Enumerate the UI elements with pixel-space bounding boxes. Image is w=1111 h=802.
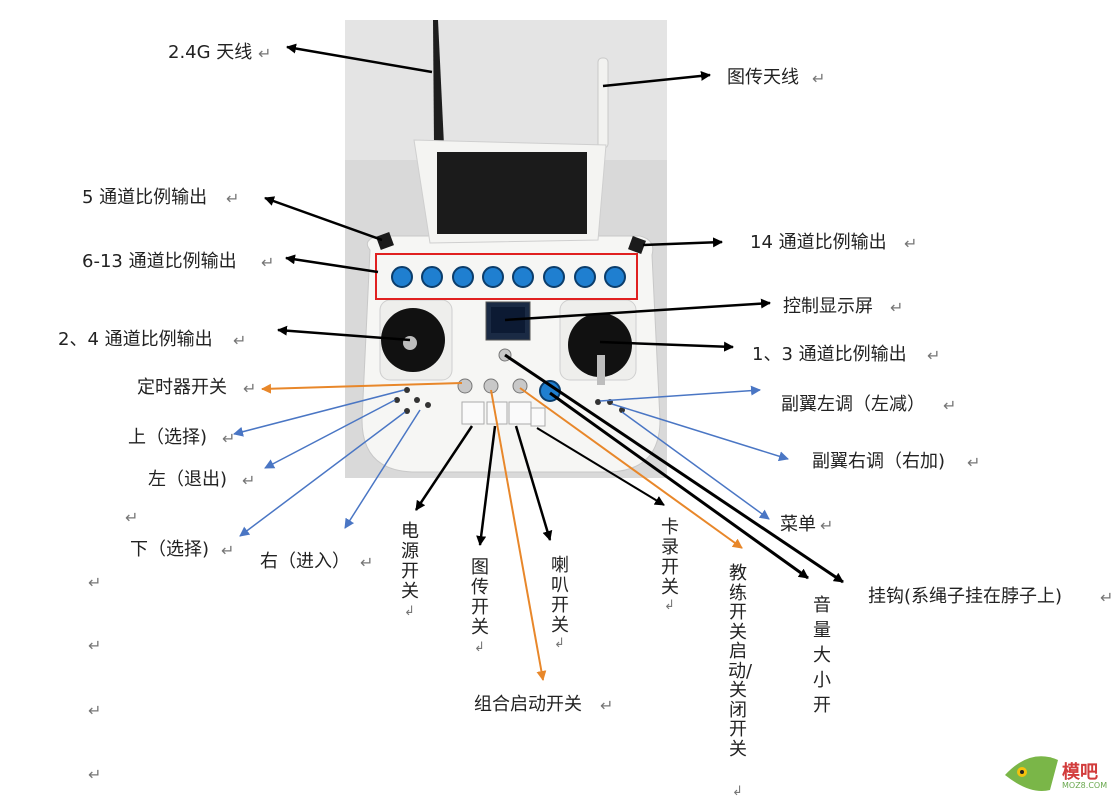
label-right-enter: 右（进入） [260, 551, 350, 572]
video-screen-monitor [413, 139, 607, 244]
return-mark: ↵ [258, 44, 272, 63]
label-aileron-left: 副翼左调（左减） [781, 394, 925, 415]
return-mark: ↵ [812, 69, 826, 88]
arrow-right-enter [344, 409, 421, 529]
arrow-timer-switch [261, 382, 463, 394]
return-mark: ↲ [664, 598, 675, 613]
navigation-buttons [394, 387, 625, 414]
return-mark: ↵ [600, 696, 614, 715]
watermark-logo-icon [1005, 756, 1058, 791]
return-mark: ↲ [404, 604, 415, 619]
return-mark: ↵ [88, 765, 102, 784]
arrow-hook [504, 353, 844, 584]
arrow-left-exit [264, 399, 396, 469]
arrow-combo-start [490, 389, 547, 681]
label-timer-switch: 定时器开关 [137, 377, 227, 398]
label-ch5: 5 通道比例输出 [82, 187, 208, 208]
arrow-ch5 [264, 196, 383, 242]
antenna-24g-icon [433, 20, 444, 145]
watermark-brand: 模吧 [1062, 762, 1098, 783]
ch5-knob-icon [376, 232, 394, 250]
label-ch14: 14 通道比例输出 [750, 232, 887, 253]
return-mark: ↵ [88, 636, 102, 655]
label-antenna-24g: 2.4G 天线 [168, 42, 253, 63]
label-hook: 挂钩(系绳子挂在脖子上) [868, 586, 1063, 607]
return-mark: ↲ [474, 640, 485, 655]
arrow-trainer [519, 387, 743, 549]
antenna-video-icon [597, 57, 609, 149]
label-ch1-3: 1、3 通道比例输出 [752, 344, 907, 365]
label-down-select: 下（选择) [130, 539, 210, 560]
ch6-13-knobs [391, 266, 626, 288]
arrow-aileron-left [599, 385, 761, 402]
watermark-sub: MOZ8.COM [1062, 781, 1108, 790]
ch6-13-highlight-box [375, 253, 638, 300]
arrow-down-select [239, 411, 406, 537]
return-mark: ↵ [904, 234, 918, 253]
switch-blocks [461, 401, 546, 427]
label-card-record-switch: 卡录开关 [661, 517, 679, 598]
label-combo-start: 组合启动开关 [474, 694, 582, 715]
label-speaker-switch: 喇叭开关 [551, 555, 569, 636]
ch14-knob-icon [628, 236, 646, 254]
return-mark: ↵ [88, 573, 102, 592]
return-mark: ↵ [360, 553, 374, 572]
toggle-switches [457, 348, 528, 394]
return-mark: ↵ [1100, 588, 1111, 607]
left-joystick-icon [381, 308, 445, 372]
return-mark: ↵ [222, 429, 236, 448]
arrow-menu [621, 411, 770, 520]
arrow-speaker [514, 425, 553, 541]
arrow-power [414, 425, 474, 511]
arrow-ch1-3 [599, 340, 734, 352]
return-mark: ↵ [233, 331, 247, 350]
return-mark: ↵ [943, 396, 957, 415]
return-mark: ↲ [732, 784, 743, 799]
arrow-up-select [233, 389, 405, 437]
return-mark: ↵ [242, 471, 256, 490]
return-mark: ↲ [554, 636, 565, 651]
arrow-display [504, 298, 771, 322]
label-menu: 菜单 [780, 514, 816, 535]
return-mark: ↵ [261, 253, 275, 272]
arrow-antenna-video [602, 70, 711, 88]
label-display: 控制显示屏 [783, 296, 873, 317]
arrow-volume [549, 391, 809, 580]
label-aileron-right: 副翼右调（右加) [812, 451, 946, 472]
label-up-select: 上（选择) [128, 427, 208, 448]
return-mark: ↵ [88, 701, 102, 720]
return-mark: ↵ [221, 541, 235, 560]
label-ch2-4: 2、4 通道比例输出 [58, 329, 213, 350]
arrow-antenna-24g [286, 43, 433, 74]
return-mark: ↵ [226, 189, 240, 208]
return-mark: ↵ [967, 453, 981, 472]
return-mark: ↵ [243, 379, 257, 398]
label-video-switch: 图传开关 [471, 557, 489, 638]
return-mark: ↵ [927, 346, 941, 365]
return-mark: ↵ [125, 508, 139, 527]
right-joystick-icon [568, 313, 632, 385]
label-trainer-switch: 教练开关启动/关闭开关 [728, 563, 753, 760]
label-antenna-video: 图传天线 [727, 67, 799, 88]
label-left-exit: 左（退出) [148, 469, 228, 490]
return-mark: ↵ [820, 516, 834, 535]
photo-wall-light [345, 20, 667, 160]
arrow-ch14 [642, 237, 723, 248]
label-power-switch: 电源开关 [401, 521, 419, 602]
arrow-video-switch [476, 425, 497, 546]
label-ch6-13: 6-13 通道比例输出 [82, 251, 237, 272]
arrow-ch2-4 [277, 325, 411, 342]
arrow-card-record [536, 427, 665, 506]
return-mark: ↵ [890, 298, 904, 317]
label-volume: 音量大小开 [813, 595, 831, 716]
arrow-aileron-right [611, 403, 789, 462]
arrow-ch6-13 [285, 254, 379, 274]
